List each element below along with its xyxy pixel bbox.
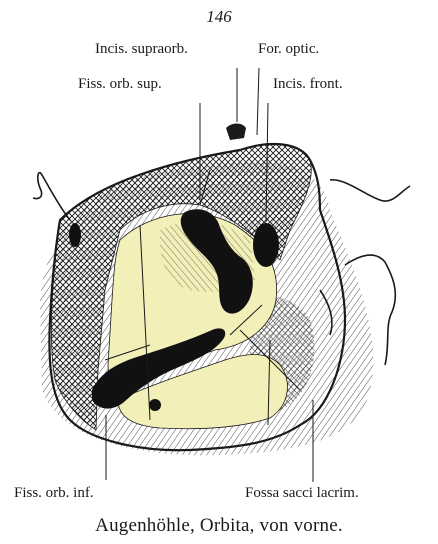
label-incis-supraorb: Incis. supraorb.	[95, 42, 188, 57]
label-incis-front: Incis. front.	[273, 77, 343, 92]
dark-patch-left	[69, 223, 81, 247]
label-fiss-orb-sup: Fiss. orb. sup.	[78, 77, 162, 92]
figure-caption: Augenhöhle, Orbita, von vorne.	[0, 516, 438, 535]
foramen-opticum	[253, 223, 279, 267]
foramen-infraorbitale	[149, 399, 161, 411]
label-fossa-sacci-lacrim: Fossa sacci lacrim.	[245, 486, 359, 501]
supraorbital-tubercle	[226, 124, 246, 141]
label-for-optic: For. optic.	[258, 42, 319, 57]
label-fiss-orb-inf: Fiss. orb. inf.	[14, 486, 94, 501]
